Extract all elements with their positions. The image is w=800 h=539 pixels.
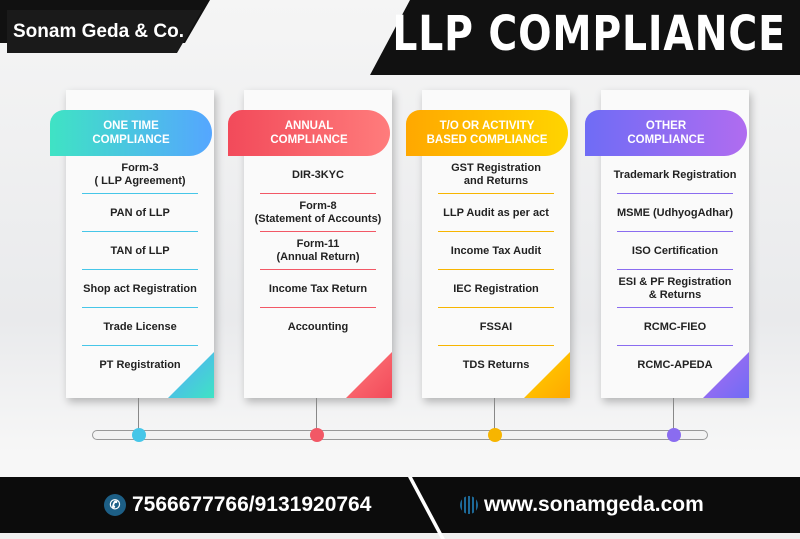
compliance-item-label: Income Tax Return [268,282,368,295]
card-header: ANNUAL COMPLIANCE [228,110,390,156]
compliance-card: ONE TIME COMPLIANCE Form-3 ( LLP Agreeme… [50,90,214,398]
compliance-item: Shop act Registration [66,270,214,308]
compliance-item: GST Registration and Returns [422,156,570,194]
compliance-card: T/O OR ACTIVITY BASED COMPLIANCE GST Reg… [406,90,570,398]
compliance-item: Form-11 (Annual Return) [244,232,392,270]
compliance-item-label: Shop act Registration [83,282,197,295]
compliance-item-label: Form-3 ( LLP Agreement) [94,162,186,187]
compliance-item: Trademark Registration [601,156,749,194]
title-banner [370,0,800,75]
brand-name: Sonam Geda & Co. [7,10,202,53]
compliance-item-label: PT Registration [99,358,181,371]
page-title: LLP COMPLIANCE [392,6,786,62]
card-title-line2: COMPLIANCE [92,134,170,146]
compliance-item: FSSAI [422,308,570,346]
compliance-item: Income Tax Audit [422,232,570,270]
card-title-line1: ANNUAL [284,120,334,132]
compliance-item-label: LLP Audit as per act [443,206,549,219]
compliance-item-label: RCMC-APEDA [637,358,713,371]
timeline-track [92,430,708,440]
footer-bar [0,477,800,533]
compliance-item-label: Accounting [287,320,349,333]
phone-contact[interactable]: ✆ 7566677766/9131920764 [104,493,371,517]
compliance-item-label: Trade License [103,320,177,333]
card-header: OTHER COMPLIANCE [585,110,747,156]
card-title-line1: ONE TIME [103,120,159,132]
compliance-item: MSME (UdhyogAdhar) [601,194,749,232]
compliance-item-label: Form-11 (Annual Return) [276,238,360,263]
timeline-dot [488,428,502,442]
website-url: www.sonamgeda.com [484,493,704,516]
timeline-connector [138,398,139,434]
compliance-item: TAN of LLP [66,232,214,270]
phone-icon: ✆ [104,494,126,516]
card-title-line2: COMPLIANCE [627,134,705,146]
card-header: T/O OR ACTIVITY BASED COMPLIANCE [406,110,568,156]
compliance-item: Income Tax Return [244,270,392,308]
timeline-connector [494,398,495,434]
compliance-card: ANNUAL COMPLIANCE DIR-3KYC Form-8 (Statem… [228,90,392,398]
timeline-connector [316,398,317,434]
compliance-item-label: FSSAI [479,320,513,333]
compliance-item-label: IEC Registration [453,282,539,295]
compliance-item: PT Registration [66,346,214,384]
compliance-item: Accounting [244,308,392,346]
compliance-item: DIR-3KYC [244,156,392,194]
compliance-item: Form-8 (Statement of Accounts) [244,194,392,232]
compliance-item-label: Trademark Registration [613,168,737,181]
card-title-line1: T/O OR ACTIVITY [439,120,535,132]
globe-icon [460,496,478,514]
compliance-item: Form-3 ( LLP Agreement) [66,156,214,194]
compliance-item: IEC Registration [422,270,570,308]
compliance-item-label: DIR-3KYC [292,168,344,181]
timeline-dot [132,428,146,442]
card-header: ONE TIME COMPLIANCE [50,110,212,156]
card-title-line1: OTHER [645,120,687,132]
compliance-item: RCMC-FIEO [601,308,749,346]
compliance-item-label: GST Registration and Returns [451,162,541,187]
compliance-item-label: ESI & PF Registration & Returns [618,276,732,301]
compliance-item: LLP Audit as per act [422,194,570,232]
card-corner-fold [346,352,392,398]
timeline-dot [310,428,324,442]
compliance-item-label: Income Tax Audit [450,244,542,257]
compliance-item-label: Form-8 (Statement of Accounts) [254,200,382,225]
compliance-item-label: PAN of LLP [110,206,170,219]
phone-number: 7566677766/9131920764 [132,493,372,516]
compliance-item: ISO Certification [601,232,749,270]
timeline-dot [667,428,681,442]
timeline-connector [673,398,674,434]
card-title-line2: BASED COMPLIANCE [426,134,548,146]
compliance-item-label: ISO Certification [631,244,719,257]
compliance-item: PAN of LLP [66,194,214,232]
compliance-item: RCMC-APEDA [601,346,749,384]
compliance-item-label: TDS Returns [462,358,530,371]
website-link[interactable]: www.sonamgeda.com [460,493,704,517]
compliance-item-label: RCMC-FIEO [643,320,707,333]
compliance-item-label: MSME (UdhyogAdhar) [616,206,734,219]
compliance-item: TDS Returns [422,346,570,384]
card-title-line2: COMPLIANCE [270,134,348,146]
compliance-item-label: TAN of LLP [110,244,170,257]
compliance-item: Trade License [66,308,214,346]
compliance-item: ESI & PF Registration & Returns [601,270,749,308]
